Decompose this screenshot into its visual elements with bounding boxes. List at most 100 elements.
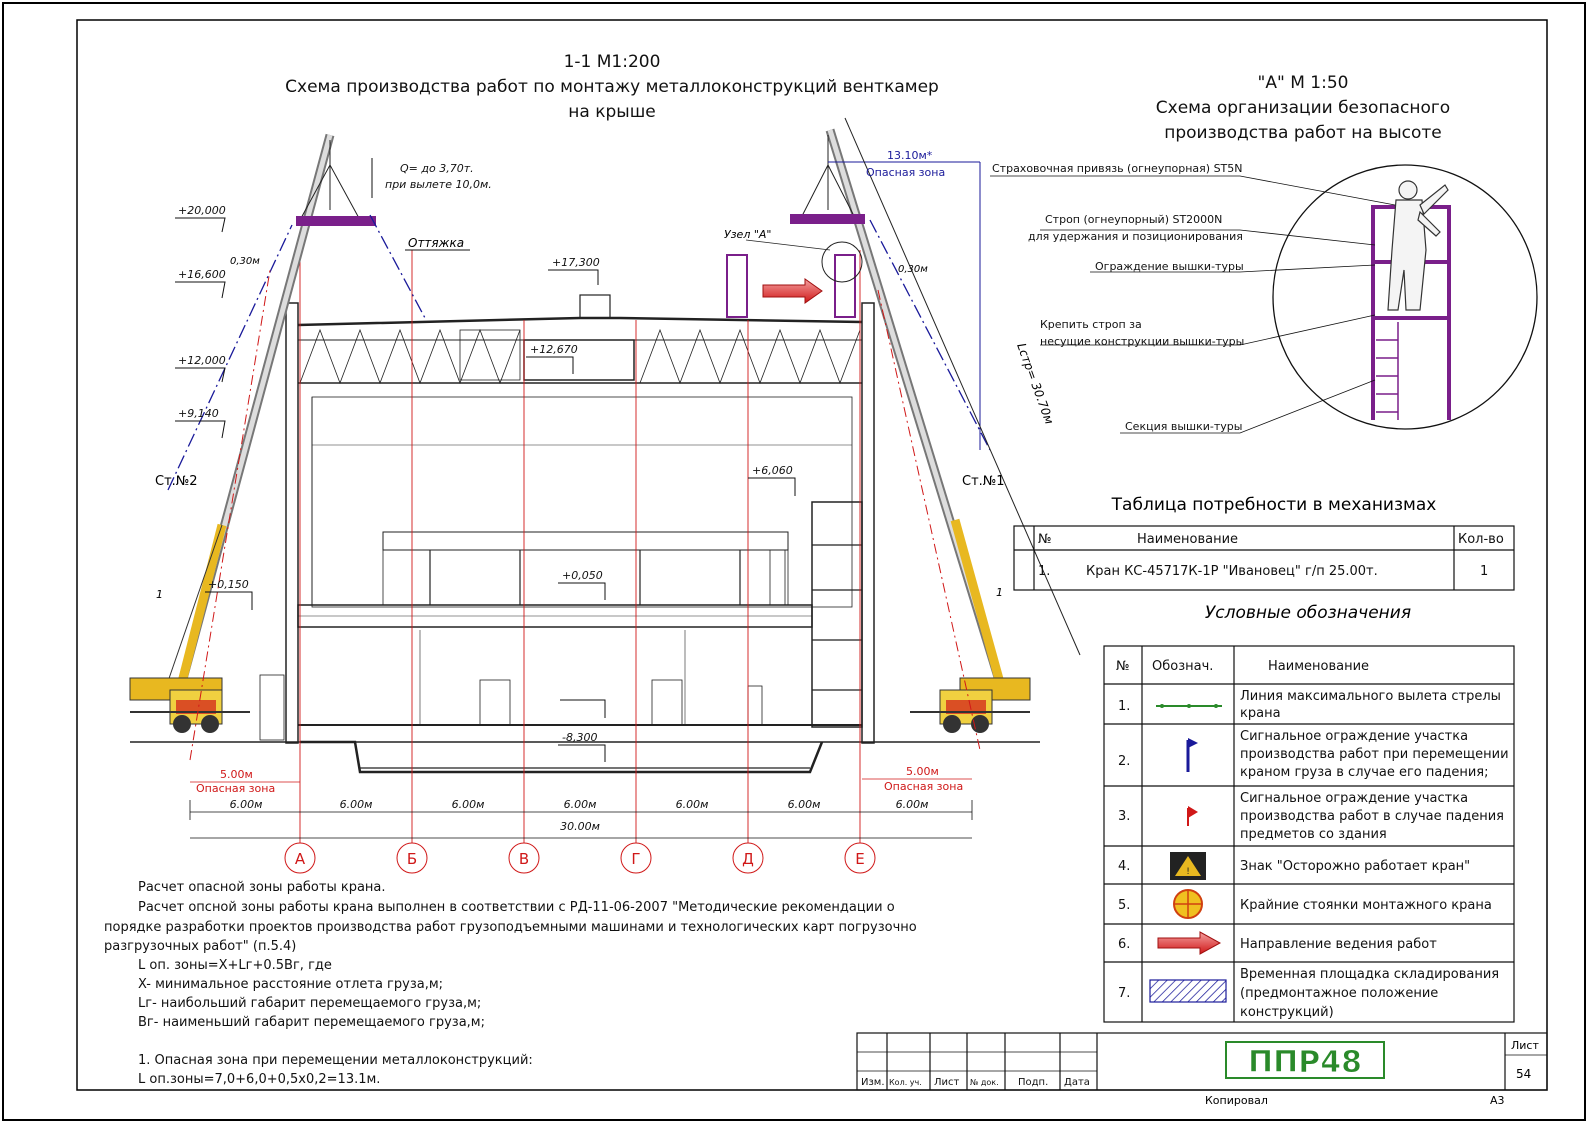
elevation-marks: +20,000 +16,600 +12,000 +9,140 +0,150 +1… xyxy=(178,204,793,744)
legend-text-6a: Направление ведения работ xyxy=(1240,937,1437,952)
mech-row-name: Кран КС-45717К-1Р "Ивановец" г/п 25.00т. xyxy=(1086,564,1378,579)
calc-line-0: Расчет опасной зоны работы крана. xyxy=(138,880,386,895)
green-line-icon xyxy=(1156,704,1222,708)
axis-v: В xyxy=(519,850,529,868)
section-title: 1-1 М1:200 Схема производства работ по м… xyxy=(285,52,939,122)
total-dim: 30.00м xyxy=(560,820,600,833)
axis-g: Г xyxy=(631,850,640,868)
sheet-number: 54 xyxy=(1516,1067,1531,1081)
detail-label-5: несущие конструкции вышки-туры xyxy=(1040,335,1244,348)
legend-text-1a: Линия максимального вылета стрелы xyxy=(1240,689,1501,704)
section-title-line3: на крыше xyxy=(568,102,655,122)
crane-left-mark: 1 xyxy=(156,588,163,601)
blue-flag-icon xyxy=(1186,738,1198,772)
section-title-line1: 1-1 М1:200 xyxy=(564,52,661,72)
mech-head-qty: Кол-во xyxy=(1458,532,1504,547)
detail-label-3: Ограждение вышки-туры xyxy=(1095,260,1244,273)
calc-line-9: 1. Опасная зона при перемещении металлок… xyxy=(138,1053,533,1068)
detail-label-6: Секция вышки-туры xyxy=(1125,420,1242,433)
mech-head-name: Наименование xyxy=(1137,532,1238,547)
legend-text-3a: Сигнальное ограждение участка xyxy=(1240,791,1468,806)
danger-5m-right: 5.00м xyxy=(906,765,939,778)
arrow-icon xyxy=(1157,931,1222,955)
legend-n-4: 4. xyxy=(1118,859,1130,874)
elev-0050: +0,050 xyxy=(562,569,603,582)
detail-title-line3: производства работ на высоте xyxy=(1164,123,1442,143)
elevation-leaders xyxy=(175,217,796,762)
calc-line-4: L оп. зоны=X+Lг+0.5Bг, где xyxy=(138,958,332,973)
legend-head-name: Наименование xyxy=(1268,659,1369,674)
detail-a xyxy=(1272,164,1538,430)
col-kol: Кол. уч. xyxy=(889,1078,922,1087)
load-line2: при вылете 10,0м. xyxy=(385,178,492,191)
hatch-icon xyxy=(1149,979,1227,1003)
node-label: Узел "А" xyxy=(724,228,772,241)
calc-line-1: Расчет опсной зоны работы крана выполнен… xyxy=(138,900,895,915)
calc-line-6: Lг- наибольший габарит перемещаемого гру… xyxy=(138,996,481,1011)
danger-label-right: Опасная зона xyxy=(884,780,963,793)
axis-gridlines xyxy=(299,250,861,845)
elev-12670: +12,670 xyxy=(530,343,578,356)
work-direction-arrow xyxy=(762,278,823,304)
calc-line-2: порядке разработки проектов производства… xyxy=(104,920,917,935)
crane-left-label: Ст.№2 xyxy=(155,474,198,489)
legend-text-4a: Знак "Осторожно работает кран" xyxy=(1240,859,1470,874)
col-list: Лист xyxy=(934,1077,960,1088)
legend-title: Условные обозначения xyxy=(1205,603,1411,623)
guy-label: Оттяжка xyxy=(408,236,464,250)
dim-3: 6.00м xyxy=(564,798,597,811)
elev-16600: +16,600 xyxy=(178,268,226,281)
legend-n-2: 2. xyxy=(1118,754,1130,769)
boom-length: Lстр= 30.70м xyxy=(1014,341,1056,426)
logo-text: ППР48 xyxy=(1248,1045,1362,1080)
legend-text-1b: крана xyxy=(1240,706,1281,721)
detail-label-1: Строп (огнеупорный) ST2000N xyxy=(1045,213,1222,226)
detail-label-4: Крепить строп за xyxy=(1040,318,1142,331)
logo: ППР48 xyxy=(1225,1041,1385,1081)
mech-row-n: 1. xyxy=(1038,564,1050,579)
legend-table xyxy=(1103,645,1515,1023)
legend-head-n: № xyxy=(1116,659,1130,674)
dim-4: 6.00м xyxy=(676,798,709,811)
offset-left: 0,30м xyxy=(230,256,260,267)
col-izm: Изм. xyxy=(861,1077,885,1088)
mechanisms-title: Таблица потребности в механизмах xyxy=(1111,495,1437,515)
legend-cells: № Обознач. Наименование 1. Линия максима… xyxy=(1116,659,1509,1020)
dim-0: 6.00м xyxy=(230,798,263,811)
danger-label-left: Опасная зона xyxy=(196,782,275,795)
detail-labels: Страховочная привязь (огнеупорная) ST5N … xyxy=(992,162,1244,433)
elev-12000: +12,000 xyxy=(178,354,226,367)
dim-5: 6.00м xyxy=(788,798,821,811)
elev-9140: +9,140 xyxy=(178,407,219,420)
detail-title-line1: "А" М 1:50 xyxy=(1258,73,1349,93)
crane-right xyxy=(790,128,1031,733)
svg-text:!: ! xyxy=(1186,867,1190,877)
title-block-cols: Изм. Кол. уч. Лист № док. Подп. Дата xyxy=(861,1077,1090,1088)
mechanisms-cells: № Наименование Кол-во 1. Кран КС-45717К-… xyxy=(1038,532,1504,579)
detail-title: "А" М 1:50 Схема организации безопасного… xyxy=(1156,73,1450,143)
legend-n-1: 1. xyxy=(1118,699,1130,714)
detail-leaders xyxy=(990,175,1396,434)
legend-text-3b: производства работ в случае падения xyxy=(1240,809,1504,824)
title-block xyxy=(856,1032,1548,1091)
red-flag-icon xyxy=(1187,806,1198,826)
axis-bubbles: А Б В Г Д Е xyxy=(284,842,876,874)
dim-6: 6.00м xyxy=(896,798,929,811)
calc-line-5: X- минимальное расстояние отлета груза,м… xyxy=(138,977,443,992)
col-doc: № док. xyxy=(970,1078,999,1087)
col-date: Дата xyxy=(1064,1077,1090,1088)
legend-text-2b: производства работ при перемещении xyxy=(1240,747,1509,762)
calc-line-7: Bг- наименьший габарит перемещаемого гру… xyxy=(138,1015,485,1030)
detail-title-line2: Схема организации безопасного xyxy=(1156,98,1450,118)
crane-right-mark: 1 xyxy=(996,586,1003,599)
red-fence-lines xyxy=(189,269,981,761)
crane-position-icon xyxy=(1173,889,1203,919)
danger-5m-left: 5.00м xyxy=(220,768,253,781)
paper-format: А3 xyxy=(1490,1094,1505,1107)
offset-right: 0,30м xyxy=(898,264,928,275)
legend-text-5a: Крайние стоянки монтажного крана xyxy=(1240,898,1492,913)
dimension-texts: 6.00м 6.00м 6.00м 6.00м 6.00м 6.00м 6.00… xyxy=(230,798,929,833)
blue-fence-lines xyxy=(167,214,991,491)
mech-row-qty: 1 xyxy=(1480,564,1488,579)
